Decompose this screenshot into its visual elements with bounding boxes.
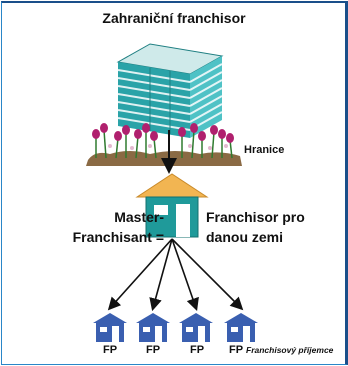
master-house-icon	[135, 173, 209, 238]
border-label: Hranice	[244, 144, 285, 156]
franchisor-label-line2: danou zemi	[206, 229, 284, 245]
franchisee-house-icon-1	[93, 313, 127, 342]
franchisee-house-icon-2	[136, 313, 170, 342]
master-label-line2: Franchisant =	[72, 229, 164, 245]
fanout-arrows	[107, 238, 244, 312]
franchisee-label-1: FP	[103, 344, 118, 356]
franchisee-house-icon-3	[179, 313, 213, 342]
franchisee-label-2: FP	[146, 344, 161, 356]
office-building-icon	[116, 43, 224, 138]
diagram-title: Zahraniční franchisor	[102, 10, 246, 26]
franchisee-description: Franchisový příjemce	[246, 345, 334, 355]
country-franchisor-label: Franchisor pro danou zemi	[206, 208, 305, 246]
franchisor-label-line1: Franchisor pro	[206, 209, 305, 225]
franchisee-label-3: FP	[190, 344, 205, 356]
franchisee-label-4: FP	[229, 344, 244, 356]
master-label-line1: Master-	[114, 209, 164, 225]
franchisee-house-icon-4	[224, 313, 258, 342]
